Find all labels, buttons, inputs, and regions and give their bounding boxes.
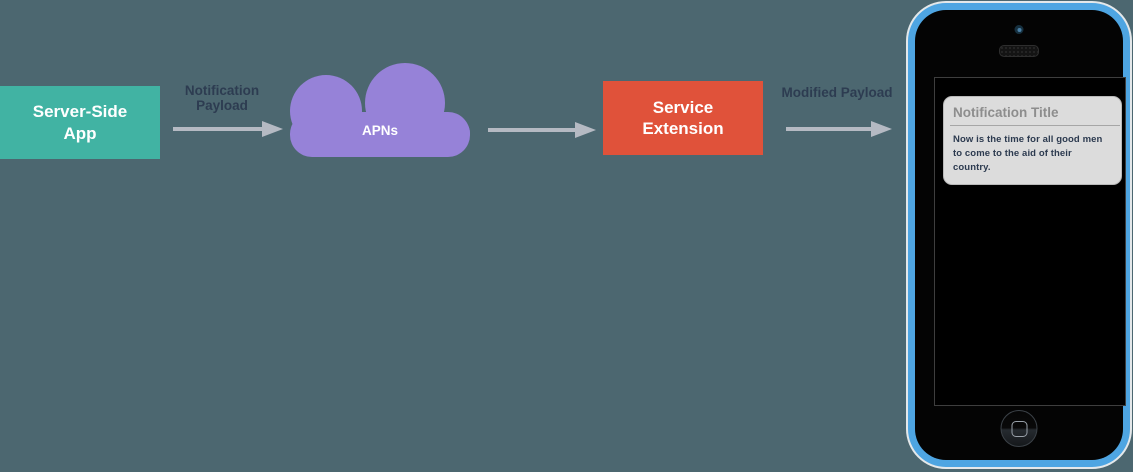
- apns-label: APNs: [361, 123, 398, 138]
- arrow-server-to-apns: [173, 127, 262, 131]
- arrow-apns-to-extension: [488, 128, 575, 132]
- notification-payload-label: Notification Payload: [184, 83, 260, 113]
- arrow-extension-to-phone: [786, 127, 871, 131]
- notification-banner: Notification Title Now is the time for a…: [943, 96, 1122, 186]
- server-side-app-node: Server-Side App: [0, 86, 160, 159]
- modified-payload-label: Modified Payload: [781, 85, 893, 100]
- service-extension-label: Service Extension: [642, 97, 724, 138]
- phone-front-face: Notification Title Now is the time for a…: [915, 10, 1126, 460]
- iphone-mockup: Notification Title Now is the time for a…: [908, 3, 1130, 467]
- apns-cloud-icon: [290, 63, 470, 157]
- server-side-app-label: Server-Side App: [32, 102, 128, 143]
- camera-icon: [1014, 25, 1024, 34]
- phone-screen: Notification Title Now is the time for a…: [934, 77, 1126, 406]
- notification-title: Notification Title: [950, 97, 1120, 126]
- speaker-grille-icon: [999, 45, 1039, 57]
- home-button-square-icon: [1011, 420, 1027, 437]
- service-extension-node: Service Extension: [603, 81, 763, 155]
- notification-body-text: Now is the time for all good men to come…: [953, 134, 1103, 173]
- home-button-icon: [1000, 410, 1038, 447]
